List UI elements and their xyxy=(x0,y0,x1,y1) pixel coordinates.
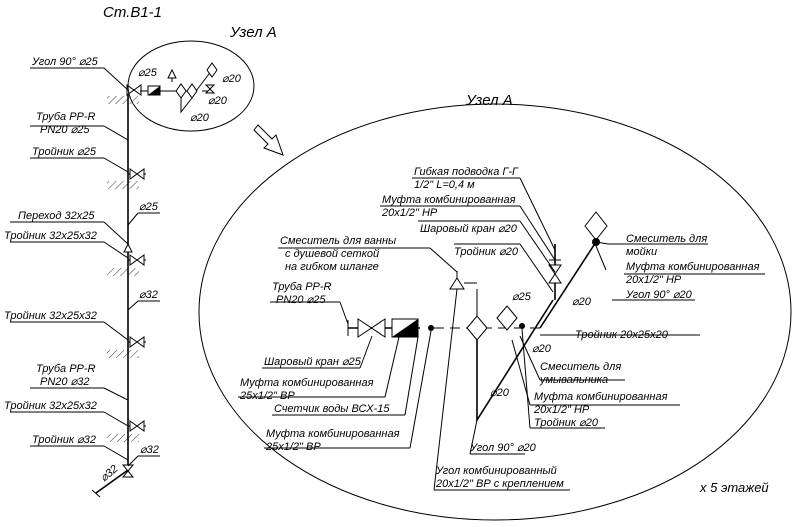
lbl-tee20x25: Тройник 20х25х20 xyxy=(575,329,669,341)
lbl-combo-elbow-1: Угол комбинированный xyxy=(435,465,557,477)
zoom-arrow-icon xyxy=(253,124,284,156)
lbl-elbow20-b: Угол 90° ⌀20 xyxy=(469,442,537,454)
lbl-coupling-bp-1: Муфта комбинированная xyxy=(240,377,374,389)
lbl-bath-mixer-3: на гибком шланге xyxy=(285,261,379,273)
sink-mixer-icon xyxy=(584,211,608,241)
lbl-d20-top: ⌀20 xyxy=(572,296,592,308)
small-node-ellipse xyxy=(127,40,255,132)
label-d32-c: ⌀32 xyxy=(98,463,120,484)
big-node-title: Узел А xyxy=(465,92,513,109)
lbl-ball-valve-25: Шаровый кран ⌀25 xyxy=(264,356,362,368)
lbl-meter: Счетчик воды ВСХ-15 xyxy=(274,403,390,415)
lbl-d20-mid: ⌀20 xyxy=(532,343,552,355)
lbl-pipe-1: Труба PP-R xyxy=(272,281,332,293)
lbl-washbasin-2: умывальника xyxy=(539,374,608,386)
label-d25: ⌀25 xyxy=(139,201,159,213)
label-d32: ⌀32 xyxy=(139,289,158,301)
lbl-pipe-2: PN20 ⌀25 xyxy=(276,294,326,306)
label-d32-b: ⌀32 xyxy=(140,444,159,456)
small-node-a: Узел А ⌀25 ⌀20 ⌀20 ⌀20 xyxy=(127,24,284,156)
label-tee5: Тройник ⌀32 xyxy=(32,434,96,446)
big-node-ellipse xyxy=(198,103,792,521)
small-d20-a: ⌀20 xyxy=(222,73,242,85)
small-node-title: Узел А xyxy=(229,24,277,41)
small-d20-b: ⌀20 xyxy=(208,95,228,107)
lbl-d20-bottom: ⌀20 xyxy=(490,387,510,399)
lbl-ball-valve-20: Шаровый кран ⌀20 xyxy=(420,223,518,235)
small-d25: ⌀25 xyxy=(138,67,158,79)
label-tee3: Тройник 32х25х32 xyxy=(4,310,97,322)
riser-title: Ст.В1-1 xyxy=(103,4,162,21)
lbl-coupling2-1: Муфта комбинированная xyxy=(626,261,760,273)
label-pipe2-l2: PN20 ⌀32 xyxy=(40,376,89,388)
lbl-coupling3-1: Муфта комбинированная xyxy=(534,391,668,403)
floor-branches xyxy=(126,84,146,432)
lbl-coupling3-2: 20х1/2" НР xyxy=(533,404,590,416)
lbl-bath-mixer-2: с душевой сеткой xyxy=(285,248,379,260)
riser-inlet-pipe xyxy=(95,469,129,494)
bath-mixer-icon xyxy=(466,315,488,341)
lbl-tee20: Тройник ⌀20 xyxy=(454,246,519,258)
lbl-washbasin-1: Смеситель для xyxy=(540,361,621,373)
washbasin-mixer-icon xyxy=(496,305,518,331)
lbl-flex-1: Гибкая подводка Г-Г xyxy=(414,166,519,178)
label-elbow: Угол 90° ⌀25 xyxy=(31,56,99,68)
lbl-coupling2-2: 20х1/2" НР xyxy=(625,274,682,286)
lbl-sink-mixer-2: мойки xyxy=(626,246,657,258)
label-pipe1-l1: Труба PP-R xyxy=(36,111,96,123)
lbl-coupling-bp-2: 25х1/2" ВР xyxy=(239,390,295,402)
big-node-a: Узел А xyxy=(198,92,792,521)
ball-valve-20-icon xyxy=(548,264,562,284)
lbl-bath-mixer-1: Смеситель для ванны xyxy=(280,235,396,247)
label-pipe2-l1: Труба PP-R xyxy=(36,363,96,375)
lbl-flex-2: 1/2" L=0,4 м xyxy=(414,179,475,191)
lbl-floors: х 5 этажей xyxy=(699,480,769,495)
lbl-sink-mixer-1: Смеситель для xyxy=(626,233,707,245)
small-d20-c: ⌀20 xyxy=(190,112,210,124)
lbl-coupling-bp2-1: Муфта комбинированная xyxy=(266,428,400,440)
label-tee1: Тройник ⌀25 xyxy=(32,146,97,158)
label-reducer: Переход 32х25 xyxy=(18,210,95,222)
lbl-coupling-bp2-2: 25х1/2" ВР xyxy=(265,441,321,453)
label-tee4: Тройник 32х25х32 xyxy=(4,400,97,412)
ball-valve-25-icon xyxy=(357,318,386,338)
lbl-coupling1-1: Муфта комбинированная xyxy=(382,194,516,206)
lbl-d25: ⌀25 xyxy=(512,291,532,303)
riser: Ст.В1-1 xyxy=(4,4,162,498)
lbl-combo-elbow-2: 20х1/2" ВР с креплением xyxy=(435,478,564,490)
reducer-symbol xyxy=(123,242,133,253)
lbl-elbow20: Угол 90° ⌀20 xyxy=(625,289,693,301)
label-tee2: Тройник 32х25х32 xyxy=(4,230,97,242)
lbl-tee20-b: Тройник ⌀20 xyxy=(534,417,599,429)
floor-slabs xyxy=(107,96,139,442)
main-valve-icon xyxy=(121,464,135,478)
label-pipe1-l2: PN20 ⌀25 xyxy=(40,124,90,136)
lbl-coupling1-2: 20х1/2" НР xyxy=(381,207,438,219)
